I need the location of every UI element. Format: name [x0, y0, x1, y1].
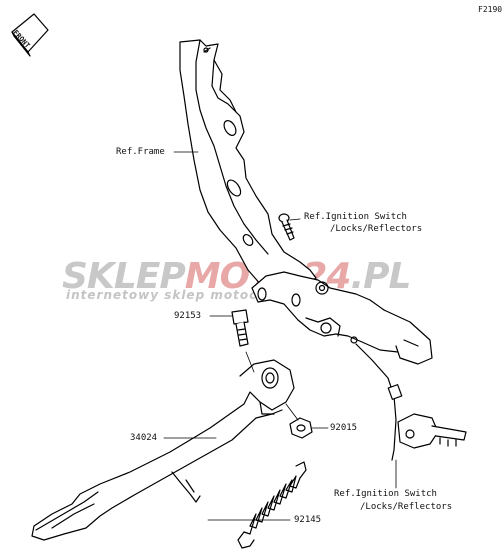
bolt-top	[278, 213, 295, 241]
side-stand-34024	[31, 359, 295, 541]
bolt-92153	[231, 309, 249, 347]
nut-92015	[289, 417, 313, 439]
label-ref-ignition-top-line2: /Locks/Reflectors	[330, 224, 423, 234]
watermark-tagline: internetowy sklep motocyklowy	[66, 288, 311, 302]
leader-lines	[163, 151, 397, 521]
label-92153: 92153	[174, 311, 202, 321]
sidestand-switch	[355, 343, 467, 461]
label-ref-ignition-bottom-line1: Ref.Ignition Switch	[334, 489, 437, 499]
watermark-brand-part1: SKLEP	[62, 256, 186, 297]
label-ref-ignition-bottom-line2: /Locks/Reflectors	[360, 502, 453, 512]
sidestand-bracket	[251, 271, 433, 365]
diagram-code: F2190	[478, 5, 503, 14]
spring-92145	[237, 461, 307, 549]
frame-part	[179, 39, 317, 297]
label-ref-frame: Ref.Frame	[116, 147, 165, 157]
label-ref-ignition-top-line1: Ref.Ignition Switch	[304, 212, 407, 222]
label-92015: 92015	[330, 423, 358, 433]
label-92145: 92145	[294, 515, 322, 525]
watermark-brand-part4: .PL	[350, 256, 411, 297]
label-34024: 34024	[130, 433, 158, 443]
front-direction-marker	[11, 13, 49, 57]
